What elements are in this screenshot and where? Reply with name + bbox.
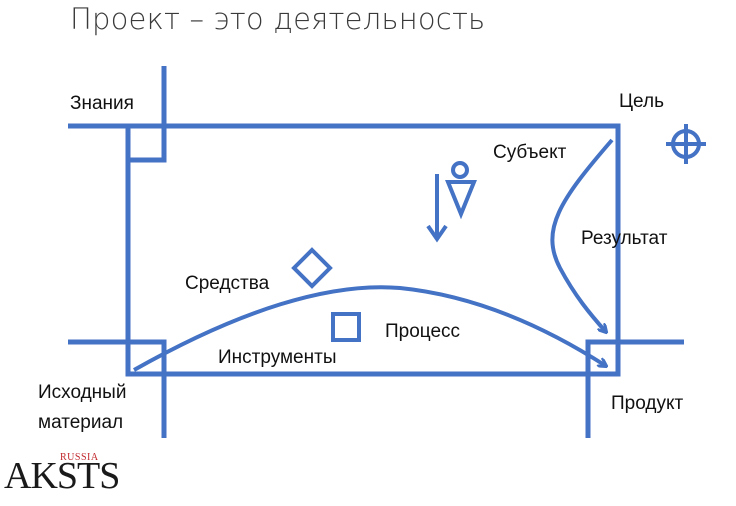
target-crosshair-icon	[666, 124, 706, 164]
diamond-means-icon	[291, 247, 333, 289]
label-knowledge: Знания	[70, 93, 134, 114]
knowledge-corner	[128, 126, 167, 163]
logo-subtext: RUSSIA	[60, 452, 99, 463]
label-goal: Цель	[619, 91, 664, 112]
down-arrow-icon	[426, 174, 448, 243]
label-source-line1: Исходный	[38, 382, 127, 403]
source-corner	[128, 339, 167, 374]
product-corner	[585, 339, 618, 374]
aksts-logo: RUSSIA AKSTS	[4, 452, 124, 502]
result-curve-arrow	[550, 138, 614, 332]
label-process: Процесс	[385, 321, 461, 342]
label-source-line2: материал	[38, 412, 124, 433]
person-subject-icon	[445, 161, 477, 220]
activity-frame	[125, 123, 621, 377]
label-result: Результат	[581, 228, 668, 249]
label-subject: Субъект	[493, 142, 567, 163]
process-curve-arrow	[133, 285, 606, 372]
logo-text: AKSTS	[4, 455, 120, 497]
slide-title: Проект – это деятельность	[70, 2, 486, 36]
label-means: Средства	[185, 273, 270, 294]
label-product: Продукт	[611, 393, 684, 414]
square-tools-icon	[331, 312, 361, 342]
label-tools: Инструменты	[218, 347, 337, 368]
